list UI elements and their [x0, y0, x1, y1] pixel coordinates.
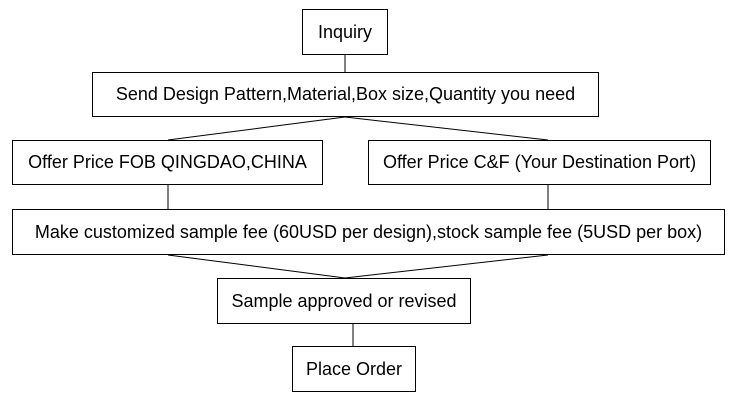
- connector-send-to-fob: [167, 116, 346, 141]
- inquiry-box: Inquiry: [302, 9, 388, 55]
- place-order-label: Place Order: [305, 358, 403, 379]
- sample-fee-box: Make customized sample fee (60USD per de…: [12, 209, 725, 255]
- send-design-box: Send Design Pattern,Material,Box size,Qu…: [92, 72, 599, 117]
- offer-cf-label: Offer Price C&F (Your Destination Port): [382, 152, 697, 172]
- inquiry-label: Inquiry: [317, 21, 373, 42]
- send-design-label: Send Design Pattern,Material,Box size,Qu…: [115, 84, 576, 104]
- connector-send-to-cf: [344, 116, 549, 141]
- connector-sample-left-to-approved: [167, 254, 346, 279]
- offer-fob-label: Offer Price FOB QINGDAO,CHINA: [28, 152, 307, 172]
- sample-fee-label: Make customized sample fee (60USD per de…: [34, 221, 703, 242]
- place-order-box: Place Order: [292, 346, 416, 392]
- offer-fob-box: Offer Price FOB QINGDAO,CHINA: [12, 140, 323, 185]
- sample-approved-box: Sample approved or revised: [217, 278, 471, 324]
- sample-approved-label: Sample approved or revised: [231, 290, 457, 311]
- offer-cf-box: Offer Price C&F (Your Destination Port): [368, 140, 711, 185]
- connector-sample-right-to-approved: [344, 254, 549, 279]
